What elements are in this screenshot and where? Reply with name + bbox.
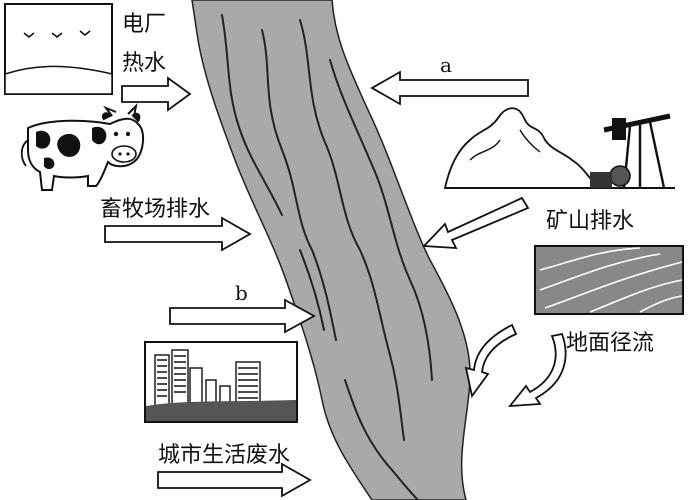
- river-ripple-5: [344, 379, 419, 500]
- river-ripple-1: [221, 14, 283, 216]
- river: [191, 0, 471, 500]
- power-plant-label-line1: 电厂: [122, 12, 166, 37]
- power-plant-arrow: [121, 76, 192, 112]
- runoff-arrow-right: [508, 332, 567, 408]
- arrow-a-label: a: [440, 53, 452, 77]
- river-ripple-2: [261, 29, 337, 341]
- city-icon: [144, 341, 298, 423]
- mine-arrow: [422, 196, 530, 249]
- urban-label: 城市生活废水: [158, 443, 290, 468]
- arrow-a: [370, 70, 529, 106]
- runoff-arrow-left: [464, 323, 518, 399]
- cow-icon: [20, 102, 144, 191]
- mine-label: 矿山排水: [546, 209, 634, 234]
- mine-icon: [443, 107, 675, 189]
- arrow-b-label: b: [235, 281, 248, 305]
- surface-runoff-icon: [534, 245, 684, 315]
- power-plant-icon: [4, 3, 113, 95]
- river-ripple-6: [299, 249, 325, 331]
- livestock-arrow: [104, 216, 252, 252]
- power-plant-label-line2: 热水: [122, 51, 166, 76]
- river-ripple-3: [299, 19, 405, 441]
- livestock-label: 畜牧场排水: [100, 197, 210, 222]
- river-ripple-4: [329, 59, 433, 381]
- urban-arrow: [157, 462, 312, 498]
- river-body: [191, 0, 471, 500]
- surface-runoff-label: 地面径流: [566, 331, 654, 356]
- arrow-b: [169, 298, 316, 334]
